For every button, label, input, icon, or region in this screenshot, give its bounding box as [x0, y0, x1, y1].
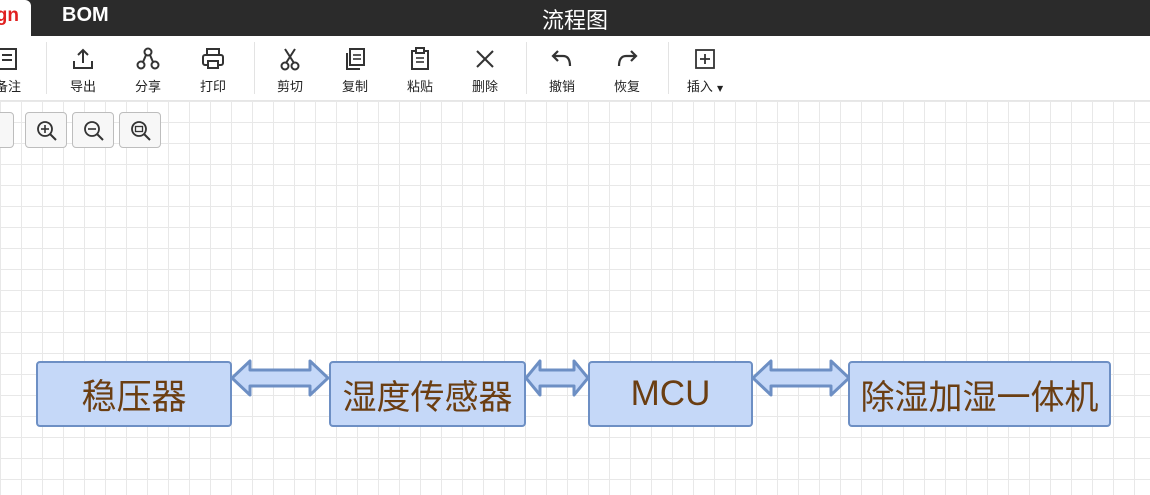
caret-down-icon: ▼ [717, 84, 724, 93]
share-label: 分享 [134, 80, 161, 95]
delete-label: 删除 [471, 80, 498, 95]
fit-view-button[interactable] [0, 112, 14, 148]
redo-label: 恢复 [613, 80, 640, 95]
export-label: 导出 [69, 80, 96, 95]
flow-node-label: 稳压器 [81, 377, 187, 418]
flow-node-voltage-regulator[interactable]: 稳压器 [36, 361, 232, 427]
toolbar: 备注 导出 分享 打印 [0, 36, 1150, 101]
tab-design[interactable]: Design [0, 0, 31, 36]
print-label: 打印 [199, 80, 226, 95]
share-icon [136, 47, 160, 70]
cut-label: 剪切 [276, 80, 303, 95]
zoom-out-button[interactable] [72, 112, 114, 148]
scissors-icon [280, 48, 300, 71]
zoom-in-button[interactable] [25, 112, 67, 148]
plus-square-icon [695, 49, 715, 69]
note-label: 备注 [0, 80, 21, 95]
copy-button[interactable]: 复制 [330, 46, 380, 96]
toolbar-divider [526, 42, 527, 94]
insert-label: 插入 [686, 80, 713, 95]
toolbar-divider [254, 42, 255, 94]
insert-button[interactable]: 插入 ▼ [676, 46, 734, 96]
print-icon [202, 48, 224, 69]
export-icon [73, 48, 93, 69]
zoom-actual-size-icon [131, 121, 151, 141]
tab-design-label: Design [0, 5, 19, 26]
undo-button[interactable]: 撤销 [537, 46, 587, 96]
clipboard-icon [411, 47, 429, 70]
redo-button[interactable]: 恢复 [602, 46, 652, 96]
paste-label: 粘贴 [406, 80, 433, 95]
bidirectional-arrow[interactable] [230, 358, 330, 398]
flow-node-label: 除湿加湿一体机 [860, 377, 1099, 418]
redo-icon [617, 50, 638, 67]
toolbar-divider [46, 42, 47, 94]
bidirectional-arrow[interactable] [524, 358, 590, 398]
zoom-out-icon [84, 121, 104, 141]
bidirectional-arrow[interactable] [751, 358, 851, 398]
zoom-reset-button[interactable] [119, 112, 161, 148]
flow-node-label: MCU [630, 374, 711, 413]
note-icon [0, 48, 17, 70]
note-button[interactable]: 备注 [0, 46, 33, 96]
diagram-canvas[interactable] [0, 101, 1150, 495]
flow-node-label: 湿度传感器 [342, 377, 513, 418]
undo-icon [551, 50, 572, 67]
cut-button[interactable]: 剪切 [265, 46, 315, 96]
app-title: 流程图 [541, 9, 608, 34]
tab-bom[interactable]: BOM [62, 4, 109, 26]
print-button[interactable]: 打印 [188, 46, 238, 96]
paste-button[interactable]: 粘贴 [395, 46, 445, 96]
top-bar: Design BOM 流程图 [0, 0, 1150, 36]
close-icon [476, 50, 494, 68]
share-button[interactable]: 分享 [123, 46, 173, 96]
undo-label: 撤销 [548, 80, 575, 95]
copy-icon [346, 48, 365, 70]
export-button[interactable]: 导出 [58, 46, 108, 96]
zoom-in-icon [37, 121, 57, 141]
flow-node-dehumidifier-humidifier[interactable]: 除湿加湿一体机 [848, 361, 1111, 427]
flow-node-humidity-sensor[interactable]: 湿度传感器 [329, 361, 526, 427]
delete-button[interactable]: 删除 [460, 46, 510, 96]
toolbar-divider [668, 42, 669, 94]
flow-node-mcu[interactable]: MCU [588, 361, 753, 427]
copy-label: 复制 [341, 80, 368, 95]
